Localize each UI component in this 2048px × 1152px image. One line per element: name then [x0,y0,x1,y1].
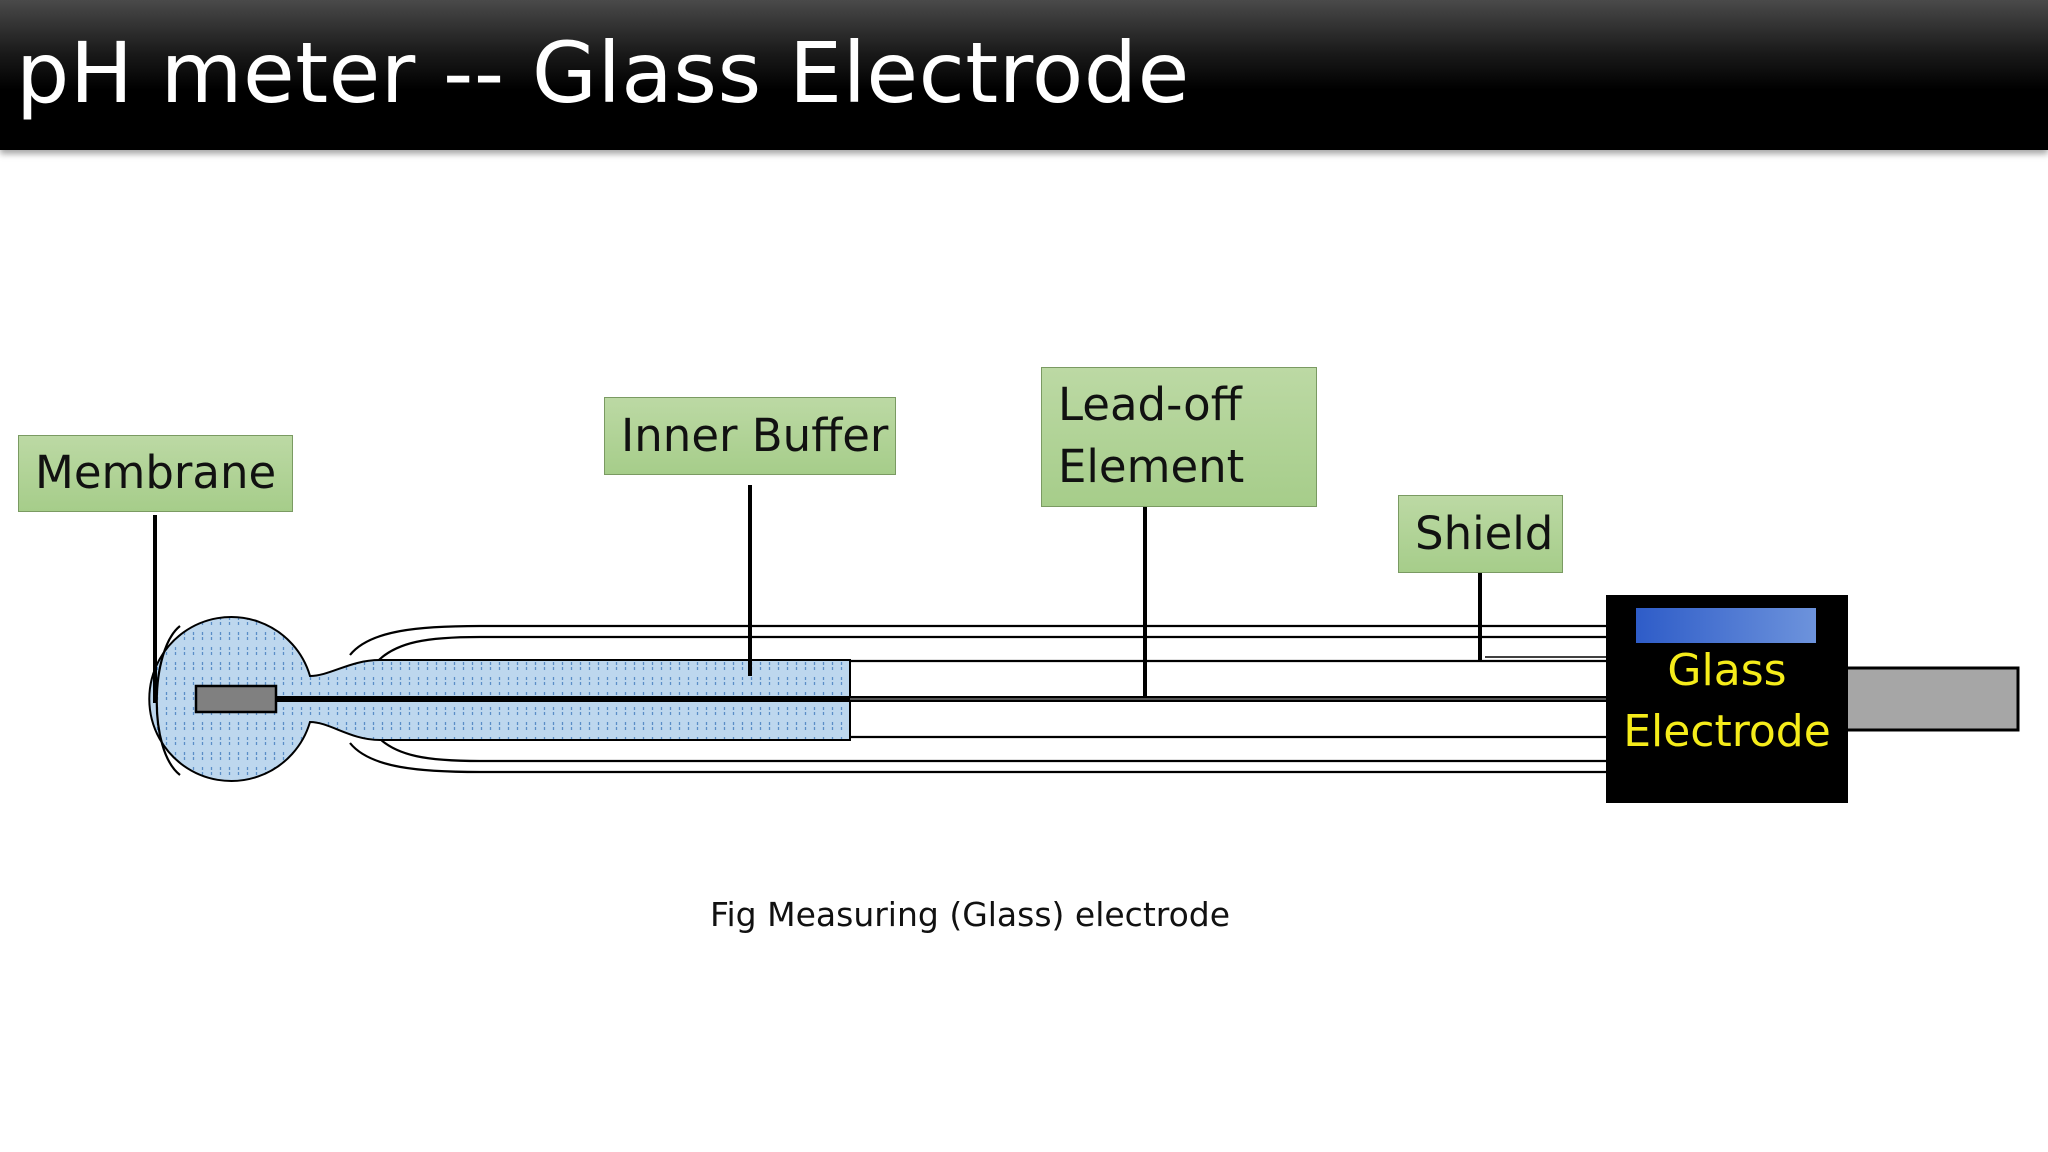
inner-buffer-label: Inner Buffer [604,397,896,475]
shield-label: Shield [1398,495,1563,573]
connector-pin [1844,666,2020,732]
figure-caption: Fig Measuring (Glass) electrode [709,895,1231,934]
glass-electrode-label: Glass Electrode [1623,645,1831,757]
leader-lines [153,485,1482,703]
inner-element [194,684,278,714]
membrane-label: Membrane [18,435,293,512]
electrode-head-stripe [1636,608,1816,643]
title-bar: pH meter -- Glass Electrode [0,0,2048,150]
page-title: pH meter -- Glass Electrode [16,24,1190,122]
lead-off-element-label: Lead-off Element [1041,367,1317,507]
